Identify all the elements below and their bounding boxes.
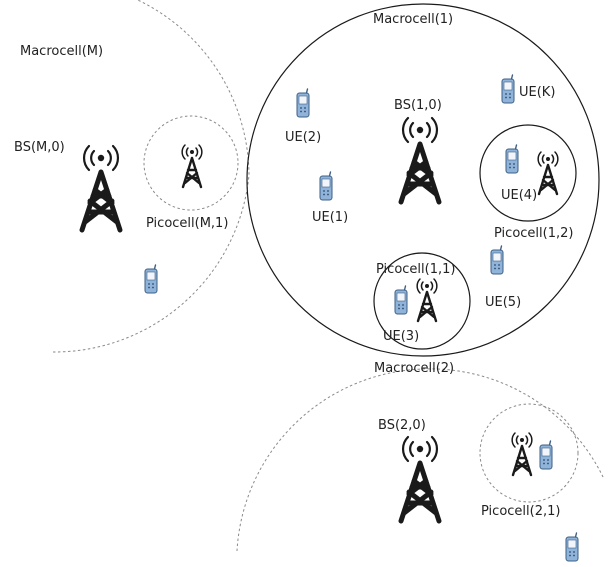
ue4-label: UE(4) xyxy=(501,188,537,203)
uek-label: UE(K) xyxy=(519,85,555,100)
ue5-phone-icon[interactable] xyxy=(490,245,504,275)
ue-macrocell-m-phone-icon[interactable] xyxy=(144,264,158,294)
picocell-21-label: Picocell(2,1) xyxy=(481,504,560,519)
macrocell-m-label: Macrocell(M) xyxy=(20,44,103,59)
picocell-12-label: Picocell(1,2) xyxy=(494,226,573,241)
ue3-label: UE(3) xyxy=(383,329,419,344)
ue-macrocell-2-phone-icon[interactable] xyxy=(565,532,579,562)
picocell-12-boundary[interactable] xyxy=(479,124,577,222)
ue1-label: UE(1) xyxy=(312,210,348,225)
bs-m0-label: BS(M,0) xyxy=(14,140,65,155)
ue1-phone-icon[interactable] xyxy=(319,171,333,201)
picocell-m1-tower-icon[interactable] xyxy=(180,143,204,189)
picocell-11-tower-icon[interactable] xyxy=(415,277,439,323)
macrocell-1-boundary[interactable] xyxy=(246,3,600,357)
macrocell-1-label: Macrocell(1) xyxy=(373,12,453,27)
ue3-phone-icon[interactable] xyxy=(394,285,408,315)
picocell-11-label: Picocell(1,1) xyxy=(376,262,455,277)
picocell-m1-label: Picocell(M,1) xyxy=(146,216,228,231)
ue2-label: UE(2) xyxy=(285,130,321,145)
ue4-phone-icon[interactable] xyxy=(505,144,519,174)
bs-10-label: BS(1,0) xyxy=(394,98,442,113)
picocell-21-boundary xyxy=(479,403,579,503)
ue5-label: UE(5) xyxy=(485,295,521,310)
macrocell-2-boundary xyxy=(236,368,605,552)
picocell-21-tower-icon[interactable] xyxy=(510,431,534,477)
picocell-12-tower-icon[interactable] xyxy=(536,150,560,196)
bs-20-label: BS(2,0) xyxy=(378,418,426,433)
bs-m0-tower-icon[interactable] xyxy=(82,146,120,230)
bs-10-tower-icon[interactable] xyxy=(401,118,439,202)
uek-phone-icon[interactable] xyxy=(501,74,515,104)
picocell-11-boundary[interactable] xyxy=(373,252,471,350)
picocell-m1-boundary xyxy=(143,115,239,211)
macrocell-2-label: Macrocell(2) xyxy=(374,361,454,376)
ue2-phone-icon[interactable] xyxy=(296,88,310,118)
ue-picocell-21-phone-icon[interactable] xyxy=(539,440,553,470)
bs-20-tower-icon[interactable] xyxy=(401,437,439,521)
